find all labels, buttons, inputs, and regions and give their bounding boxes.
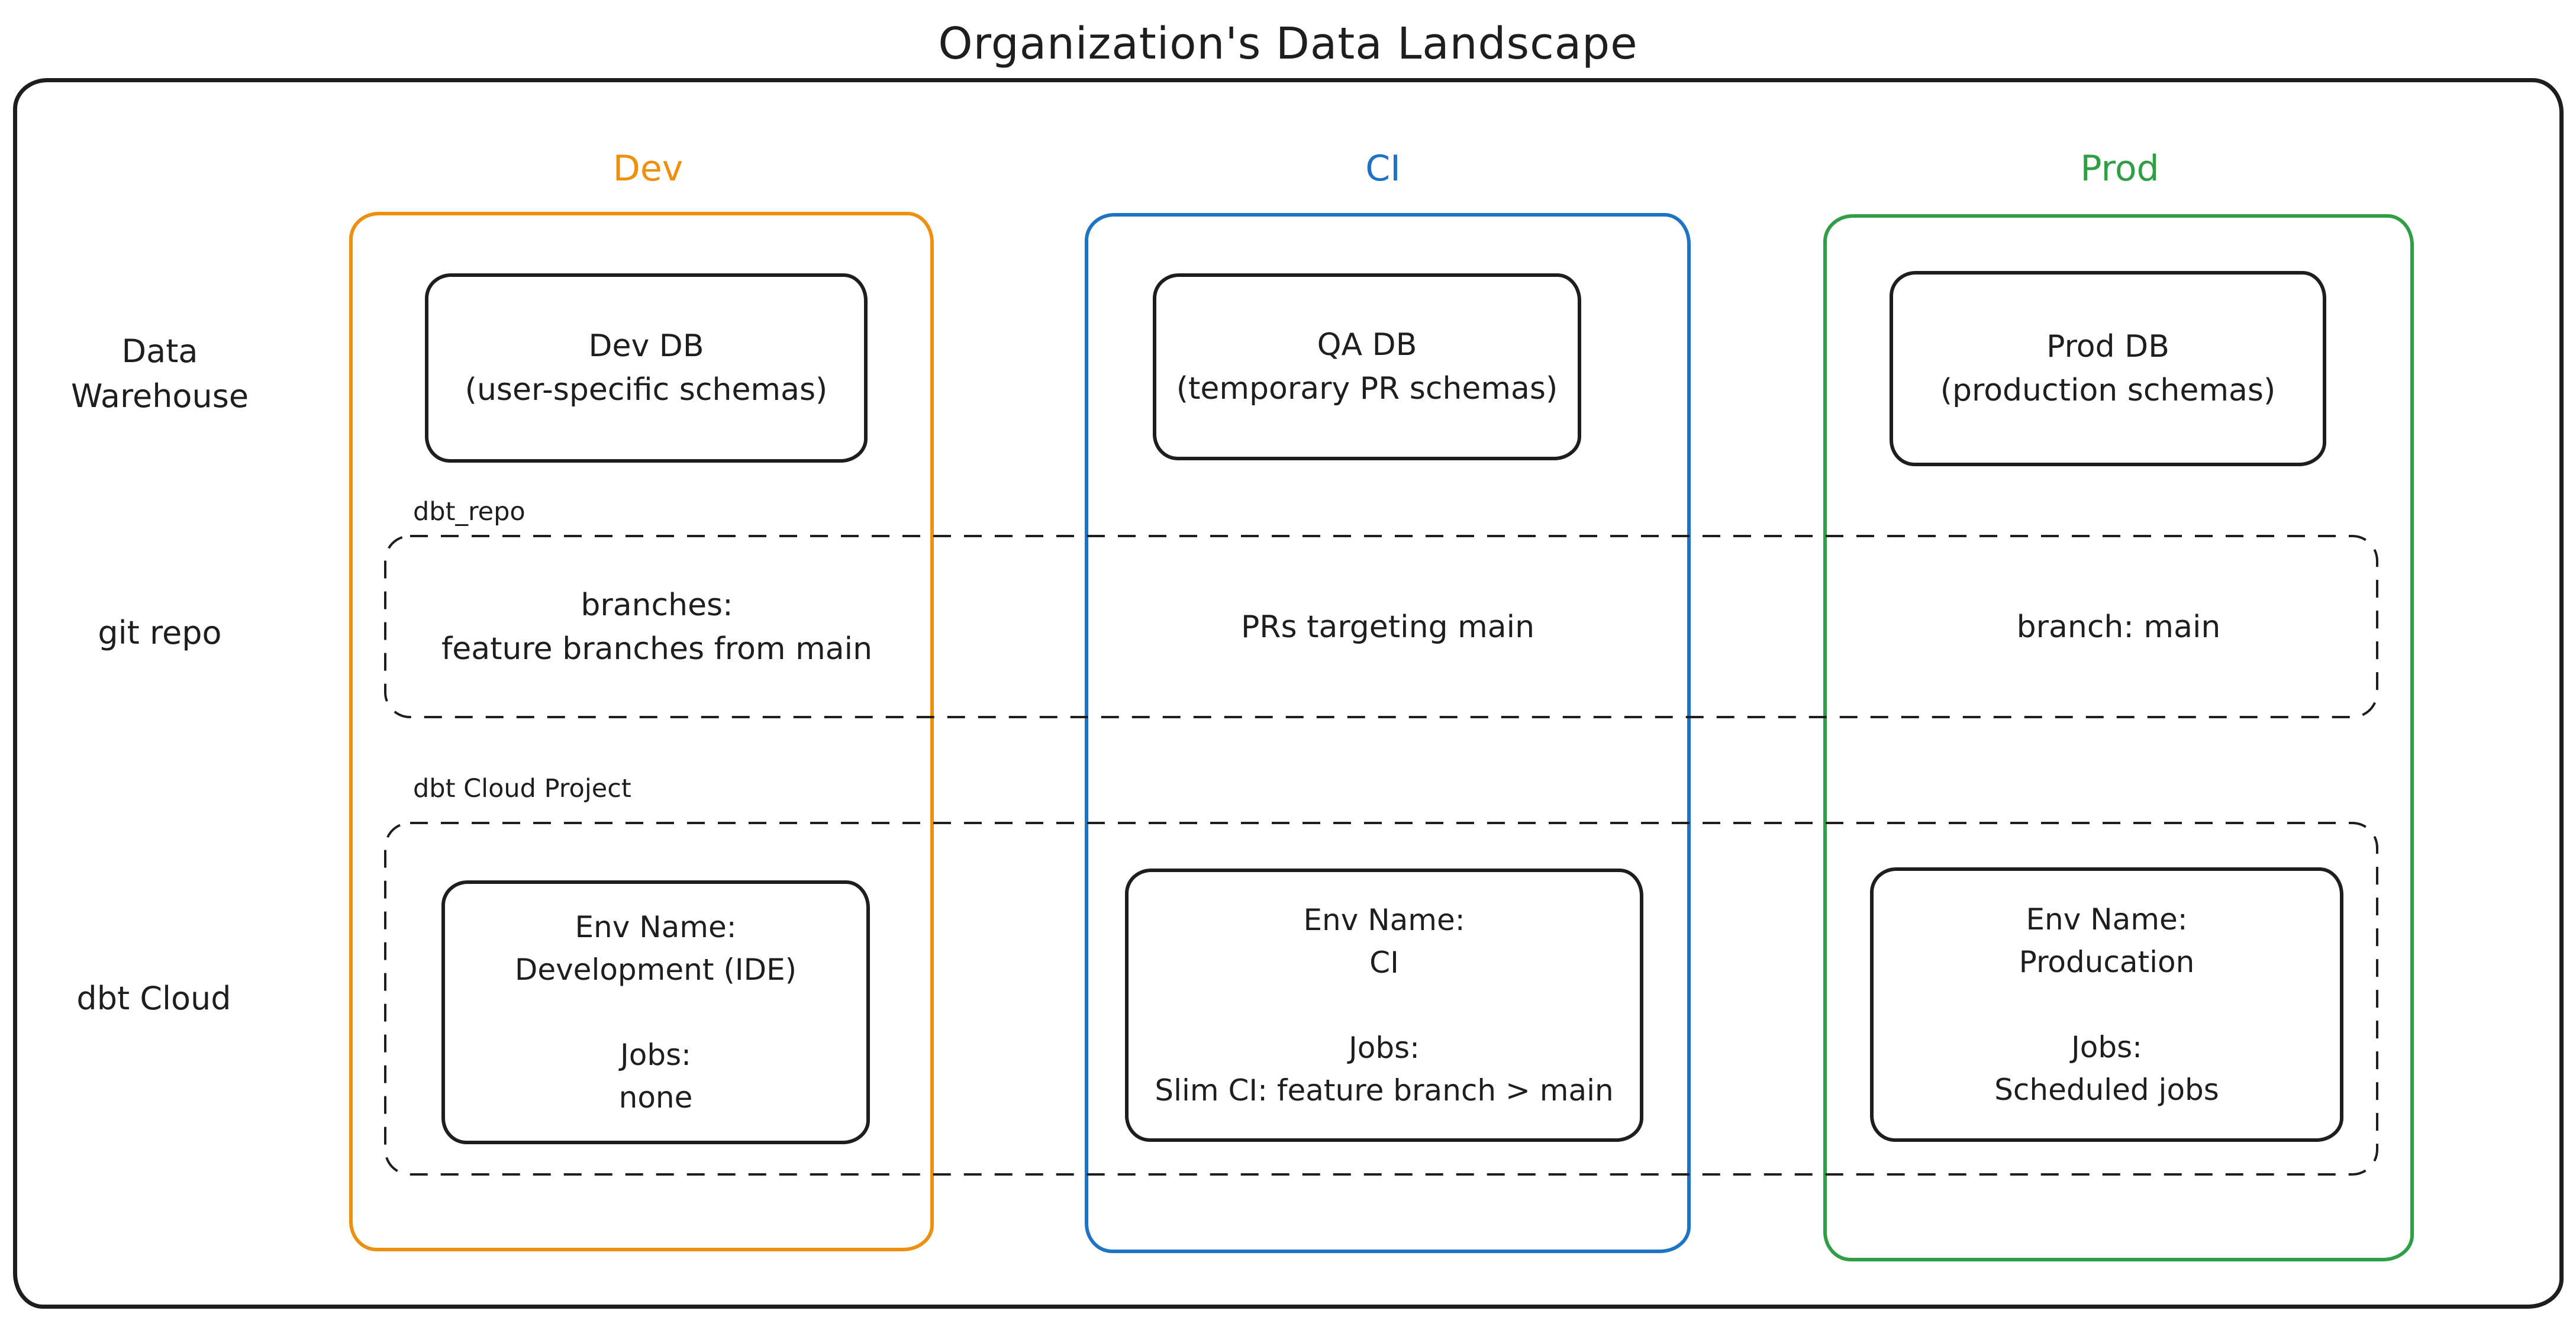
column-header-ci: CI [1365,148,1401,189]
column-box-dev [349,212,934,1251]
dev-db-name: Dev DB [588,328,704,364]
qa-db-name: QA DB [1317,327,1417,363]
spacer [653,991,659,1034]
env-name-label: Env Name: [1303,903,1465,937]
column-box-prod [1823,214,2414,1261]
jobs-value: Slim CI: feature branch > main [1155,1073,1614,1108]
row-label-git-repo: git repo [98,614,222,651]
spacer [2104,983,2110,1026]
jobs-label: Jobs: [1349,1031,1420,1065]
prod-db-box: Prod DB (production schemas) [1890,271,2326,466]
dev-environment-box: Env Name: Development (IDE) Jobs: none [441,880,870,1144]
env-name-value: Producation [2019,945,2195,979]
git-cell-ci: PRs targeting main [1240,609,1535,645]
jobs-value: none [618,1080,693,1115]
jobs-value: Scheduled jobs [1994,1073,2219,1107]
dev-db-box: Dev DB (user-specific schemas) [425,273,868,463]
column-box-ci [1085,213,1691,1253]
page-title: Organization's Data Landscape [938,18,1638,69]
jobs-label: Jobs: [620,1038,691,1072]
env-name-value: Development (IDE) [514,953,797,987]
qa-db-detail: (temporary PR schemas) [1176,371,1558,406]
env-name-label: Env Name: [575,910,737,944]
env-name-value: CI [1369,945,1399,980]
row-label-data-warehouse: Data Warehouse [70,333,249,415]
ci-environment-box: Env Name: CI Jobs: Slim CI: feature bran… [1125,869,1643,1142]
prod-db-detail: (production schemas) [1940,373,2276,408]
git-cell-dev: branches: feature branches from main [441,588,873,667]
landscape-frame [13,78,2564,1309]
jobs-label: Jobs: [2071,1030,2142,1064]
column-header-dev: Dev [612,148,684,189]
env-name-label: Env Name: [2026,902,2188,937]
dev-db-detail: (user-specific schemas) [465,372,828,408]
prod-environment-box: Env Name: Producation Jobs: Scheduled jo… [1870,867,2343,1142]
dbt-repo-label: dbt_repo [413,497,525,527]
row-label-dbt-cloud: dbt Cloud [76,980,231,1017]
git-cell-prod: branch: main [2016,609,2221,645]
spacer [1381,984,1387,1027]
prod-db-name: Prod DB [2046,329,2169,364]
column-header-prod: Prod [2080,148,2159,189]
dbt-cloud-project-label: dbt Cloud Project [413,774,631,803]
qa-db-box: QA DB (temporary PR schemas) [1153,273,1581,460]
